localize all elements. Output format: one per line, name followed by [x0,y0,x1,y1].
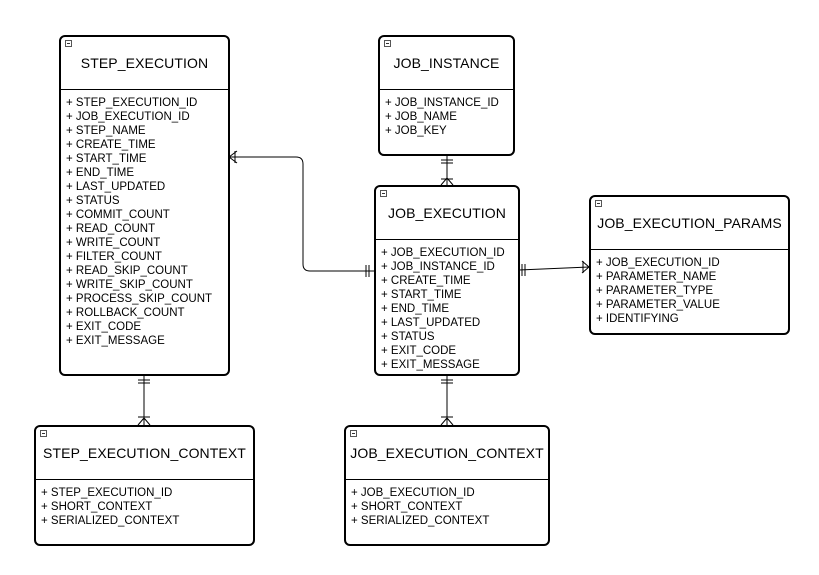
entity-field: + STEP_NAME [66,125,146,137]
entity-field: + JOB_EXECUTION_ID [351,487,475,499]
entity-field: + STEP_EXECUTION_ID [66,97,198,109]
entity-field: + PARAMETER_TYPE [596,285,714,297]
entity-header: JOB_INSTANCE [380,37,513,90]
entity-field: + JOB_INSTANCE_ID [385,97,499,109]
entity-field: + CREATE_TIME [66,139,156,151]
entity-field: + JOB_EXECUTION_ID [596,257,720,269]
entity-job-execution-params[interactable]: JOB_EXECUTION_PARAMS + JOB_EXECUTION_ID+… [589,195,790,335]
field-list: + JOB_EXECUTION_ID + PARAMETER_NAME + PARA… [591,250,788,326]
field-list: + JOB_EXECUTION_ID + JOB_INSTANCE_ID + CRE… [376,240,518,372]
entity-header: STEP_EXECUTION [61,37,228,90]
entity-title: JOB_EXECUTION [388,205,506,221]
entity-field: + SHORT_CONTEXT [41,501,153,513]
field-list: + JOB_EXECUTION_ID + SHORT_CONTEXT + SERIA… [346,480,548,528]
collapse-icon[interactable] [40,430,47,437]
entity-header: STEP_EXECUTION_CONTEXT [36,427,253,480]
entity-title: JOB_EXECUTION_PARAMS [597,215,782,231]
entity-field: + STATUS [381,331,435,343]
entity-field: + EXIT_CODE [66,321,142,333]
entity-field: + JOB_EXECUTION_ID [381,247,505,259]
entity-title: JOB_INSTANCE [393,55,500,71]
entity-field: + EXIT_CODE [381,345,457,357]
entity-field: + FILTER_COUNT [66,251,162,263]
entity-field: + END_TIME [381,303,450,315]
entity-title: JOB_EXECUTION_CONTEXT [350,445,544,461]
connector-step-execution-to-context [137,375,151,426]
connector-job-execution-to-params [518,260,590,276]
entity-step-execution[interactable]: STEP_EXECUTION + STEP_EXECUTION_ID + JOB_… [59,35,230,376]
entity-field: + JOB_KEY [385,125,447,137]
entity-field: + WRITE_SKIP_COUNT [66,279,193,291]
entity-field: + LAST_UPDATED [381,317,481,329]
entity-header: JOB_EXECUTION_PARAMS [591,197,788,250]
entity-field: + START_TIME [381,289,462,301]
entity-field: + IDENTIFYING [596,313,679,325]
entity-field: + WRITE_COUNT [66,237,161,249]
entity-title: STEP_EXECUTION [80,55,209,71]
entity-job-execution[interactable]: JOB_EXECUTION + JOB_EXECUTION_ID + JOB_IN… [374,185,520,376]
entity-field: + EXIT_MESSAGE [66,335,165,347]
entity-field: + JOB_INSTANCE_ID [381,261,495,273]
entity-title: STEP_EXECUTION_CONTEXT [43,445,246,461]
entity-header: JOB_EXECUTION [376,187,518,240]
entity-field: + SERIALIZED_CONTEXT [351,515,490,527]
collapse-icon[interactable] [595,200,602,207]
entity-job-execution-context[interactable]: JOB_EXECUTION_CONTEXT + JOB_EXECUTION_ID… [344,425,550,546]
entity-field: + CREATE_TIME [381,275,471,287]
collapse-icon[interactable] [65,40,72,47]
entity-field: + END_TIME [66,167,135,179]
entity-field: + PROCESS_SKIP_COUNT [66,293,213,305]
connector-job-instance-to-job-execution [440,155,454,186]
entity-field: + SERIALIZED_CONTEXT [41,515,180,527]
entity-field: + LAST_UPDATED [66,181,166,193]
entity-field: + JOB_EXECUTION_ID [66,111,190,123]
entity-field: + READ_SKIP_COUNT [66,265,188,277]
field-list: + STEP_EXECUTION_ID + JOB_EXECUTION_ID + S… [61,90,228,348]
entity-field: + PARAMETER_NAME [596,271,717,283]
entity-field: + EXIT_MESSAGE [381,359,480,371]
field-list: + STEP_EXECUTION_ID + SHORT_CONTEXT + SERI… [36,480,253,528]
entity-header: JOB_EXECUTION_CONTEXT [346,427,548,480]
collapse-icon[interactable] [350,430,357,437]
entity-job-instance[interactable]: JOB_INSTANCE + JOB_INSTANCE_ID + JOB_NAME… [378,35,515,156]
entity-field: + ROLLBACK_COUNT [66,307,185,319]
entity-field: + START_TIME [66,153,147,165]
collapse-icon[interactable] [384,40,391,47]
entity-field: + SHORT_CONTEXT [351,501,463,513]
field-list: + JOB_INSTANCE_ID + JOB_NAME + JOB_KEY [380,90,513,138]
entity-field: + STATUS [66,195,120,207]
entity-field: + STEP_EXECUTION_ID [41,487,173,499]
entity-field: + PARAMETER_VALUE [596,299,720,311]
entity-step-execution-context[interactable]: STEP_EXECUTION_CONTEXT + STEP_EXECUTION_… [34,425,255,546]
connector-job-execution-to-context [440,375,454,426]
connector-step-execution-to-job-execution [228,150,374,277]
entity-field: + COMMIT_COUNT [66,209,170,221]
entity-field: + JOB_NAME [385,111,457,123]
collapse-icon[interactable] [380,190,387,197]
entity-field: + READ_COUNT [66,223,156,235]
